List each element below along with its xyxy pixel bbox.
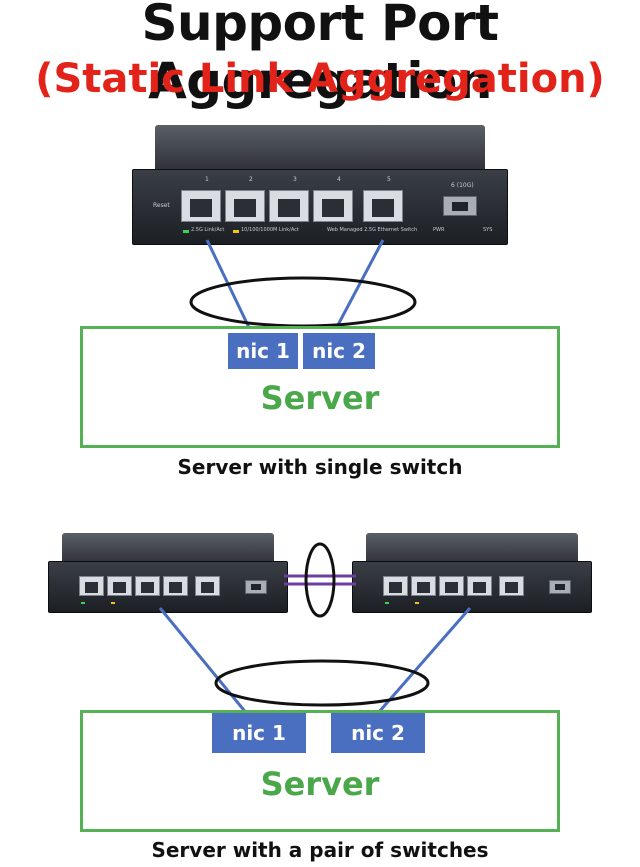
- port-number-3: 3: [293, 176, 297, 183]
- ethernet-port: [383, 576, 408, 596]
- server-box-bottom: Server: [80, 710, 560, 832]
- aggregation-ellipse-top: [189, 276, 417, 328]
- switch-right-front-panel: [352, 561, 592, 613]
- server-label-top: Server: [260, 379, 380, 417]
- ethernet-port-4: [313, 190, 353, 222]
- sys-label: SYS: [483, 227, 493, 233]
- ethernet-port: [163, 576, 188, 596]
- ethernet-port: [439, 576, 464, 596]
- switch-left-ports: [79, 576, 220, 596]
- page-title: Support Port Aggregation: [141, 0, 499, 110]
- model-text: Web Managed 2.5G Ethernet Switch: [327, 227, 418, 233]
- ethernet-port: [499, 576, 524, 596]
- server-box-top: Server: [80, 326, 560, 448]
- switch-left-front-panel: [48, 561, 288, 613]
- caption-bottom: Server with a pair of switches: [151, 838, 489, 862]
- ethernet-port-3: [269, 190, 309, 222]
- legend-2-5g: 2.5G Link/Act: [191, 227, 225, 233]
- sfp-label: 6 (10G): [451, 182, 474, 189]
- sfp-port: [549, 580, 571, 594]
- ethernet-port-1: [181, 190, 221, 222]
- reset-label: Reset: [153, 202, 170, 209]
- cable-nic1-top: [205, 239, 257, 341]
- cable-nic2-top: [328, 239, 385, 341]
- led-icon: [111, 602, 115, 604]
- nic-1-bottom: nic 1: [212, 713, 306, 753]
- nic-2-top: nic 2: [303, 333, 375, 369]
- led-1g-icon: [233, 230, 239, 233]
- nic-2-bottom: nic 2: [331, 713, 425, 753]
- led-icon: [415, 602, 419, 604]
- network-switch-top: Reset 1 2 3 4 5 6 (10G) 2.5G Link/Act 10…: [132, 125, 508, 245]
- ethernet-port: [79, 576, 104, 596]
- led-icon: [385, 602, 389, 604]
- port-number-2: 2: [249, 176, 253, 183]
- ethernet-port: [107, 576, 132, 596]
- port-number-5: 5: [387, 176, 391, 183]
- ethernet-port: [135, 576, 160, 596]
- port-number-4: 4: [337, 176, 341, 183]
- led-icon: [81, 602, 85, 604]
- page-subtitle: (Static Link Aggregation): [35, 56, 605, 102]
- cable-nic1-bottom: [158, 607, 254, 721]
- led-2-5g-icon: [183, 230, 189, 233]
- port-number-1: 1: [205, 176, 209, 183]
- ethernet-port: [467, 576, 492, 596]
- pwr-label: PWR: [433, 227, 445, 233]
- sfp-port: [245, 580, 267, 594]
- caption-top: Server with single switch: [177, 455, 463, 479]
- switch-top-panel: [154, 125, 486, 175]
- ethernet-ports: [181, 190, 403, 222]
- nic-1-top: nic 1: [228, 333, 298, 369]
- switch-right-ports: [383, 576, 524, 596]
- ethernet-port: [411, 576, 436, 596]
- ethernet-port-5: [363, 190, 403, 222]
- sfp-port: [443, 196, 477, 216]
- aggregation-ellipse-switches: [304, 542, 336, 618]
- server-label-bottom: Server: [260, 765, 380, 803]
- ethernet-port-2: [225, 190, 265, 222]
- aggregation-ellipse-bottom: [214, 659, 430, 707]
- network-switch-right: [352, 533, 592, 613]
- network-switch-left: [48, 533, 288, 613]
- switch-front-panel: Reset 1 2 3 4 5 6 (10G) 2.5G Link/Act 10…: [132, 169, 508, 245]
- cable-nic2-bottom: [370, 607, 472, 721]
- ethernet-port: [195, 576, 220, 596]
- legend-1g: 10/100/1000M Link/Act: [241, 227, 299, 233]
